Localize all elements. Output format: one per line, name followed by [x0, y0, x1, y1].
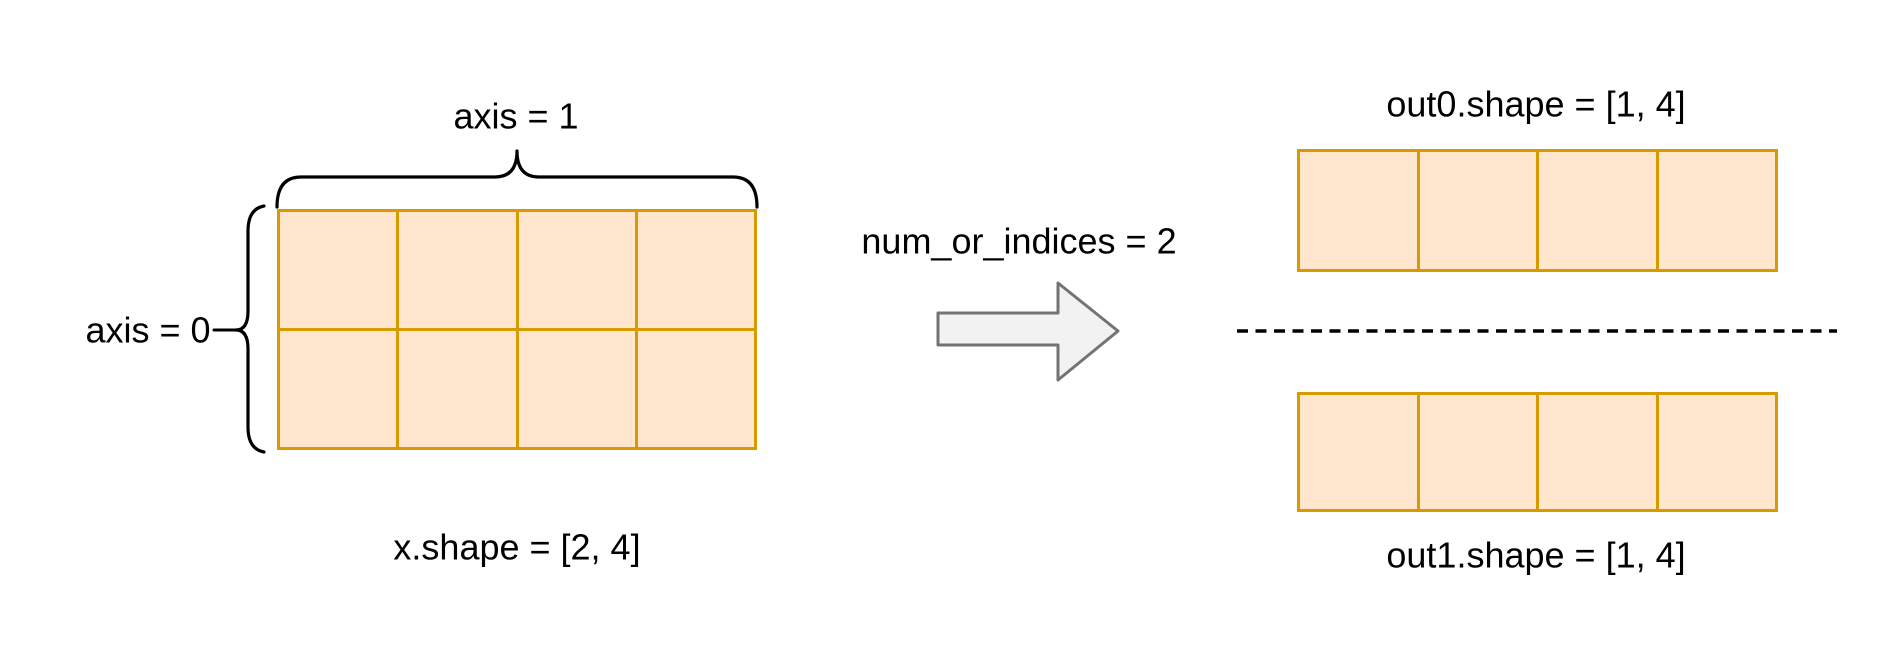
- tensor-cell: [1539, 395, 1656, 509]
- tensor-cell: [637, 212, 754, 328]
- tensor-cell: [399, 212, 516, 328]
- tensor-cell: [1300, 152, 1417, 269]
- out1-shape-label: out1.shape = [1, 4]: [1386, 534, 1686, 576]
- input-tensor-grid: [277, 209, 757, 450]
- tensor-cell: [280, 212, 397, 328]
- tensor-cell: [1539, 152, 1656, 269]
- tensor-cell: [1658, 152, 1775, 269]
- axis1-label: axis = 1: [453, 95, 579, 137]
- transform-arrow-icon: [936, 281, 1120, 382]
- tensor-cell: [280, 331, 397, 447]
- tensor-cell: [1658, 395, 1775, 509]
- num-or-indices-label: num_or_indices = 2: [861, 220, 1177, 262]
- tensor-cell: [518, 212, 635, 328]
- tensor-cell: [518, 331, 635, 447]
- axis1-brace: [275, 149, 759, 209]
- out0-shape-label: out0.shape = [1, 4]: [1386, 83, 1686, 125]
- out0-tensor-grid: [1297, 149, 1778, 272]
- tensor-cell: [1419, 152, 1536, 269]
- tensor-cell: [637, 331, 754, 447]
- axis0-brace: [234, 204, 266, 454]
- tensor-cell: [399, 331, 516, 447]
- input-shape-label: x.shape = [2, 4]: [393, 526, 641, 568]
- tensor-cell: [1419, 395, 1536, 509]
- out1-tensor-grid: [1297, 392, 1778, 512]
- tensor-cell: [1300, 395, 1417, 509]
- axis0-label: axis = 0: [85, 309, 211, 351]
